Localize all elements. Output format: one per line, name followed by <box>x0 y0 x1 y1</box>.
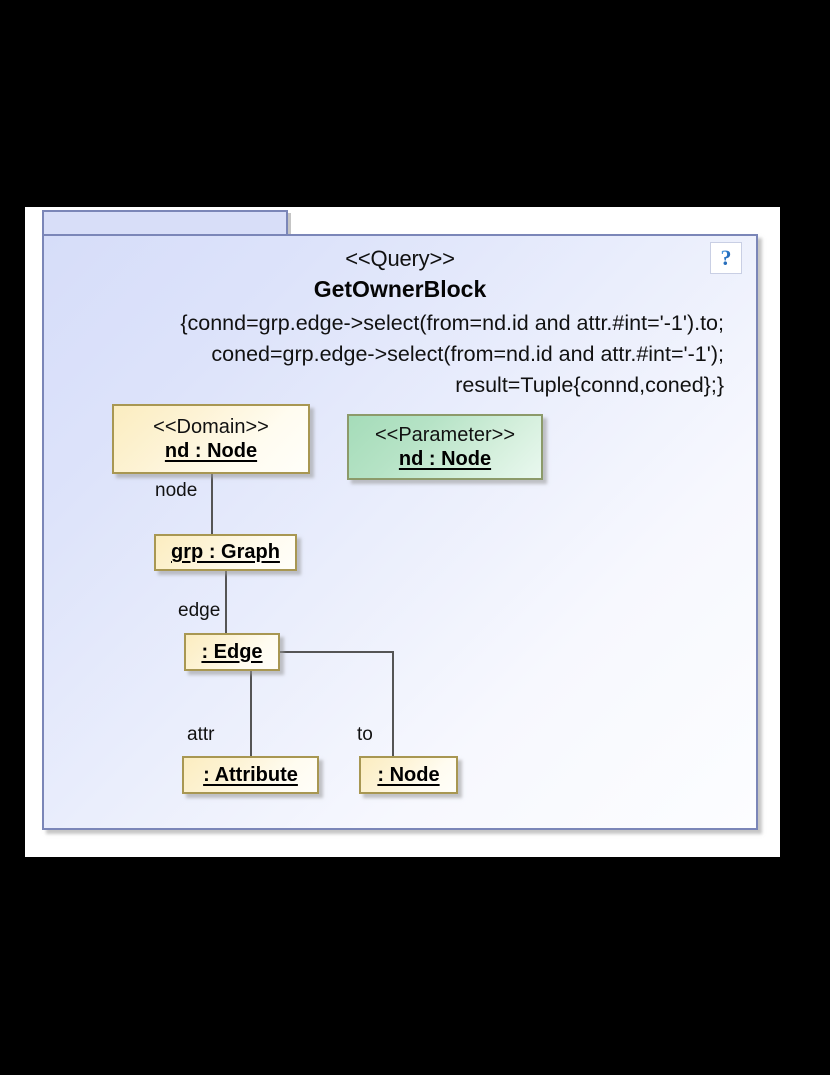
object-name: grp : Graph <box>171 541 280 563</box>
object-name: : Attribute <box>203 763 298 786</box>
package-body[interactable]: <<Query>> GetOwnerBlock {connd=grp.edge-… <box>42 234 758 830</box>
link-to-line-vertical <box>392 651 394 756</box>
link-to-label: to <box>357 724 373 745</box>
object-stereotype: <<Parameter>> <box>374 423 516 446</box>
object-box-grp-graph[interactable]: grp : Graph <box>154 534 297 571</box>
svg-text:?: ? <box>721 246 732 270</box>
package-tab[interactable] <box>42 210 288 236</box>
object-box-nd-parameter[interactable]: <<Parameter>> nd : Node <box>347 414 543 480</box>
object-name: nd : Node <box>164 439 258 462</box>
question-mark-help-icon[interactable]: ? <box>710 242 742 274</box>
link-to-line-horizontal <box>280 651 394 653</box>
object-name: nd : Node <box>398 447 492 470</box>
link-node-label: node <box>155 480 198 501</box>
object-box-nd-domain[interactable]: <<Domain>> nd : Node <box>112 404 310 474</box>
link-edge-line <box>225 571 227 633</box>
object-box-to-node[interactable]: : Node <box>359 756 458 794</box>
link-node-line <box>211 472 213 534</box>
link-attr-line <box>250 671 252 756</box>
object-stereotype: <<Domain>> <box>153 415 269 438</box>
object-name: : Node <box>377 763 440 786</box>
query-name: GetOwnerBlock <box>313 276 487 302</box>
object-box-attribute[interactable]: : Attribute <box>182 756 319 794</box>
object-box-edge[interactable]: : Edge <box>184 633 280 671</box>
link-attr-label: attr <box>187 724 215 745</box>
link-edge-label: edge <box>178 600 221 621</box>
query-expression: {connd=grp.edge->select(from=nd.id and a… <box>180 311 724 397</box>
object-name: : Edge <box>201 640 263 663</box>
query-stereotype: <<Query>> <box>345 246 455 271</box>
